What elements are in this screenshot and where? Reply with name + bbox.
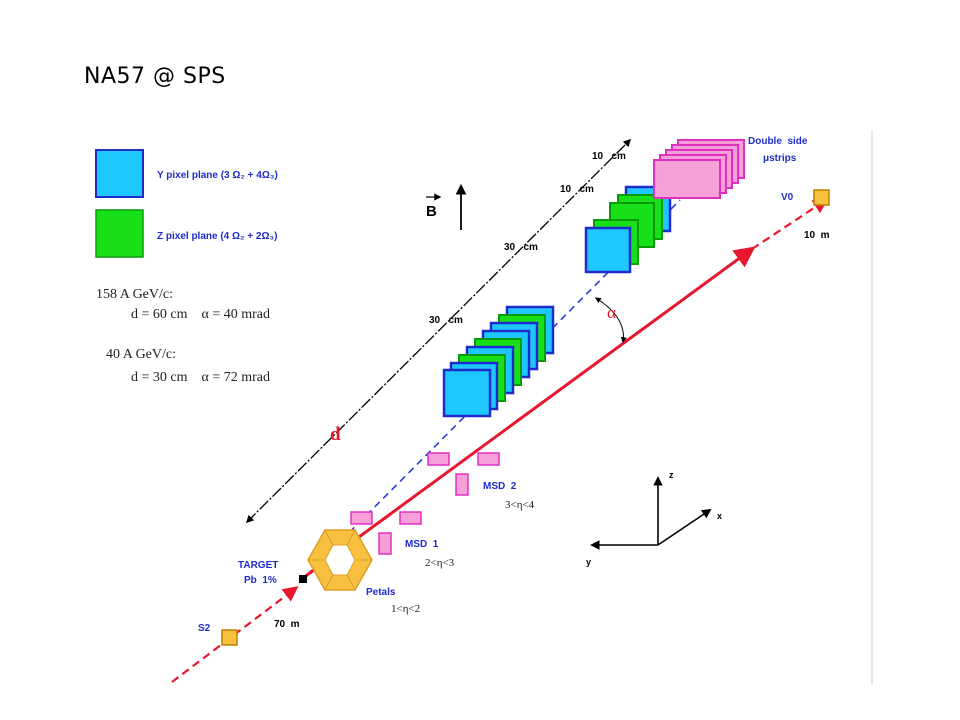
pixel-telescope-lever-arm <box>584 185 672 274</box>
target-label-1: TARGET <box>238 560 278 571</box>
dist-10cm-upper: 10 cm <box>592 151 626 162</box>
dist-10cm-lower: 10 cm <box>560 184 594 195</box>
msd1-label: MSD 1 <box>405 539 439 550</box>
d-label: d <box>330 424 341 445</box>
condition-40-energy: 40 A GeV/c: <box>106 347 176 362</box>
target-label-2: Pb 1% <box>244 575 277 586</box>
msd2-label: MSD 2 <box>483 481 517 492</box>
v0-distance: 10 m <box>804 230 830 241</box>
msd2-range: 3<η<4 <box>505 499 535 511</box>
msd1-range: 2<η<3 <box>425 557 455 569</box>
beam-to-v0 <box>751 198 829 250</box>
v0-label: V0 <box>781 192 794 203</box>
petals-range: 1<η<2 <box>391 603 420 615</box>
legend-y-swatch <box>95 149 144 198</box>
condition-158-energy: 158 A GeV/c: <box>96 287 173 302</box>
legend-z-label: Z pixel plane (4 Ω₂ + 2Ω₃) <box>157 231 277 242</box>
double-side-label-1: Double side <box>748 136 808 147</box>
s2-distance: 70 m <box>274 619 300 630</box>
condition-40-params: d = 30 cm α = 72 mrad <box>131 370 270 385</box>
d-dimension-line <box>245 138 632 524</box>
slide-title: NA57 @ SPS <box>84 64 226 89</box>
axis-x-label: x <box>717 511 722 521</box>
alpha-arc <box>594 297 627 344</box>
dist-30cm-upper: 30 cm <box>504 242 538 253</box>
axis-y-label: y <box>586 557 591 567</box>
b-field-label: B <box>426 203 437 220</box>
coordinate-axes <box>590 476 712 550</box>
msd2-detector <box>427 452 500 496</box>
petals-label: Petals <box>366 587 396 598</box>
double-side-label-2: μstrips <box>763 153 797 164</box>
double-side-microstrips <box>653 139 745 199</box>
msd1-detector <box>350 511 422 555</box>
s2-label: S2 <box>198 623 211 634</box>
pixel-telescope-main <box>442 305 555 418</box>
s2-counter <box>221 629 238 646</box>
legend-y-label: Y pixel plane (3 Ω₂ + 4Ω₃) <box>157 170 278 181</box>
target <box>299 575 307 583</box>
beam-deflected <box>302 246 756 580</box>
condition-158-params: d = 60 cm α = 40 mrad <box>131 307 270 322</box>
axis-z-label: z <box>669 470 674 480</box>
alpha-label: α <box>607 303 616 322</box>
v0-counter <box>813 189 830 206</box>
legend-z-swatch <box>95 209 144 258</box>
petals-detector <box>307 529 373 591</box>
dist-30cm-lower: 30 cm <box>429 315 463 326</box>
